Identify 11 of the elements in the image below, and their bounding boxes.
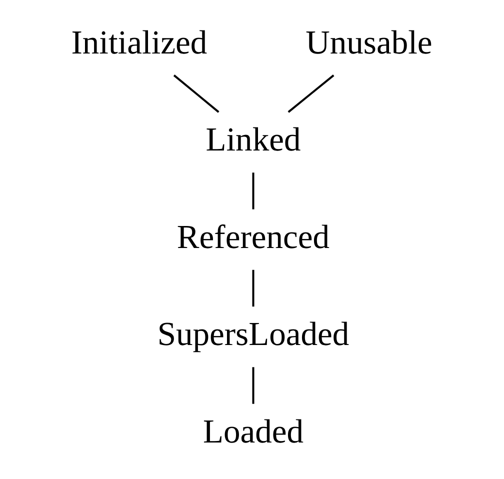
connector [173,74,220,113]
node-text: Initialized [71,24,208,62]
connector [252,172,254,210]
node-text: Unusable [306,24,432,62]
connector [252,367,254,404]
connector [252,270,254,307]
node-text: Loaded [202,413,304,450]
node-text: Linked [206,122,301,159]
node-text: Referenced [176,218,330,256]
node-text: SupersLoaded [157,316,350,354]
connector [288,74,334,113]
